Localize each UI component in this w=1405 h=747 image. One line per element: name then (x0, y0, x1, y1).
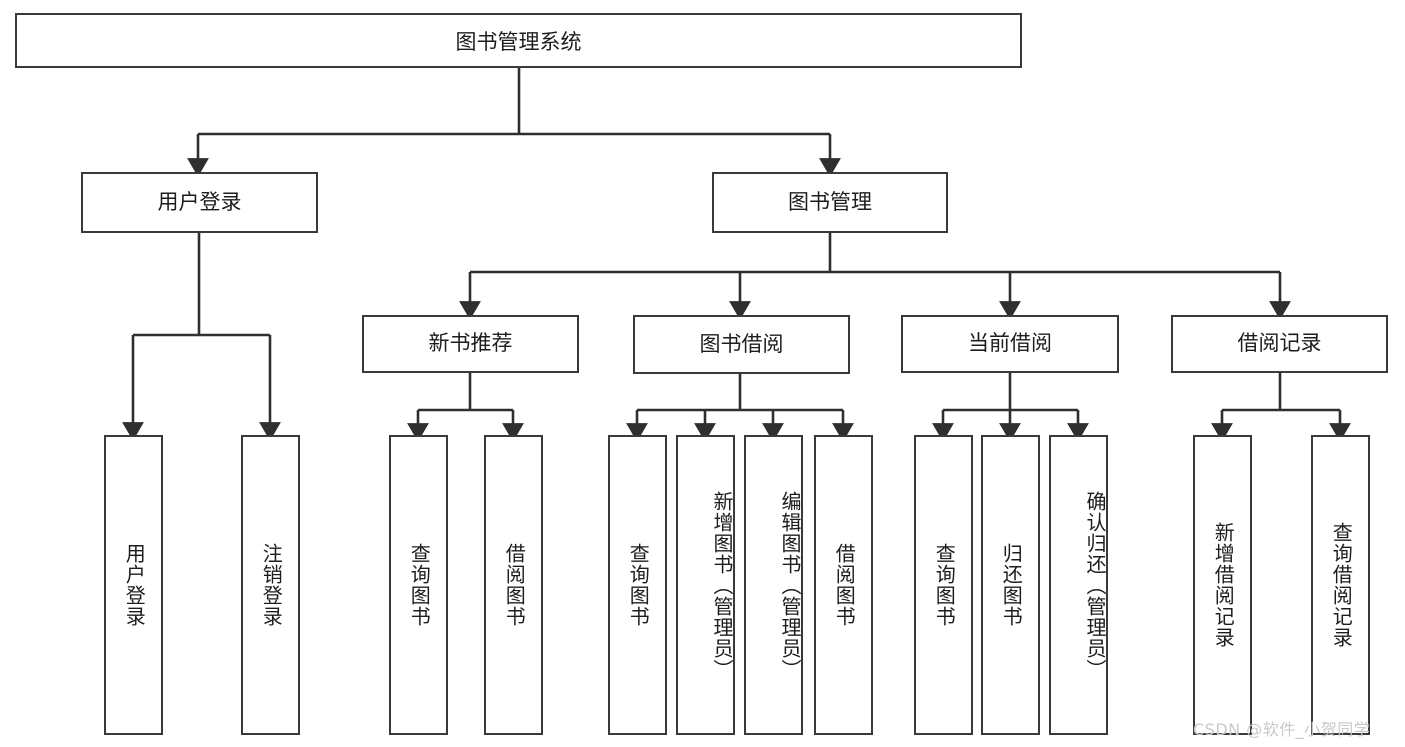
node-book-borrow[interactable]: 图书借阅 (633, 315, 850, 374)
node-root-label: 图书管理系统 (455, 29, 582, 54)
leaf-current-return-book[interactable]: 归还图书 (981, 435, 1040, 735)
leaf-newbook-query-book[interactable]: 查询图书 (389, 435, 448, 735)
node-borrow-records[interactable]: 借阅记录 (1171, 315, 1388, 373)
leaf-borrow-query-book-label: 查询图书 (626, 543, 651, 627)
leaf-current-confirm-return-label: 确认归还（管理员） (1083, 490, 1107, 680)
leaf-current-return-book-label: 归还图书 (999, 543, 1024, 627)
node-user-login-label: 用户登录 (157, 189, 242, 214)
leaf-newbook-query-book-label: 查询图书 (407, 543, 432, 627)
node-new-book-recommend-label: 新书推荐 (428, 331, 513, 356)
leaf-borrow-borrow-book[interactable]: 借阅图书 (814, 435, 873, 735)
leaf-current-confirm-return[interactable]: 确认归还（管理员） (1049, 435, 1108, 735)
node-book-borrow-label: 图书借阅 (699, 331, 784, 356)
leaf-borrow-edit-book-label: 编辑图书（管理员） (778, 490, 802, 680)
node-book-management[interactable]: 图书管理 (712, 172, 948, 233)
leaf-borrow-edit-book[interactable]: 编辑图书（管理员） (744, 435, 803, 735)
leaf-record-add-label: 新增借阅记录 (1211, 522, 1236, 648)
node-root[interactable]: 图书管理系统 (15, 13, 1022, 68)
leaf-logout[interactable]: 注销登录 (241, 435, 300, 735)
leaf-borrow-add-book-label: 新增图书（管理员） (710, 490, 734, 680)
node-user-login[interactable]: 用户登录 (81, 172, 318, 233)
leaf-record-query[interactable]: 查询借阅记录 (1311, 435, 1370, 735)
leaf-newbook-borrow-book[interactable]: 借阅图书 (484, 435, 543, 735)
leaf-record-add[interactable]: 新增借阅记录 (1193, 435, 1252, 735)
leaf-record-query-label: 查询借阅记录 (1329, 522, 1354, 648)
node-current-borrow[interactable]: 当前借阅 (901, 315, 1119, 373)
node-borrow-records-label: 借阅记录 (1237, 331, 1322, 356)
leaf-borrow-add-book[interactable]: 新增图书（管理员） (676, 435, 735, 735)
node-new-book-recommend[interactable]: 新书推荐 (362, 315, 579, 373)
node-book-management-label: 图书管理 (788, 189, 872, 214)
watermark: CSDN @软件_小贺同学 (1193, 720, 1371, 739)
leaf-borrow-query-book[interactable]: 查询图书 (608, 435, 667, 735)
node-current-borrow-label: 当前借阅 (968, 331, 1052, 356)
leaf-borrow-borrow-book-label: 借阅图书 (832, 543, 857, 627)
leaf-logout-label: 注销登录 (259, 543, 284, 627)
leaf-newbook-borrow-book-label: 借阅图书 (502, 543, 527, 627)
leaf-current-query-book-label: 查询图书 (932, 543, 957, 627)
leaf-current-query-book[interactable]: 查询图书 (914, 435, 973, 735)
leaf-user-login[interactable]: 用户登录 (104, 435, 163, 735)
leaf-user-login-label: 用户登录 (122, 543, 147, 627)
